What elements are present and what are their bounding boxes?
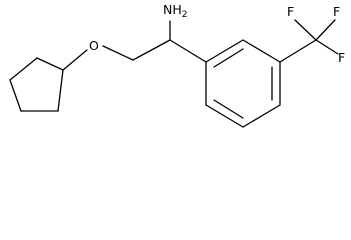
cyclopentyl-ring bbox=[9, 57, 64, 112]
amine-label: NH2 bbox=[163, 2, 187, 20]
fluorine-label-1: F bbox=[287, 4, 294, 19]
fluorine-label-3: F bbox=[338, 50, 345, 65]
molecule-diagram: NH2 O F F F bbox=[9, 2, 345, 128]
double-bond bbox=[213, 48, 244, 68]
oxygen-label: O bbox=[89, 38, 99, 53]
trifluoromethyl-group bbox=[279, 19, 339, 63]
amine-branch bbox=[169, 20, 207, 63]
benzene-ring bbox=[205, 39, 281, 128]
ether-linker bbox=[62, 39, 171, 71]
double-bond bbox=[213, 99, 244, 119]
fluorine-label-2: F bbox=[333, 4, 340, 19]
